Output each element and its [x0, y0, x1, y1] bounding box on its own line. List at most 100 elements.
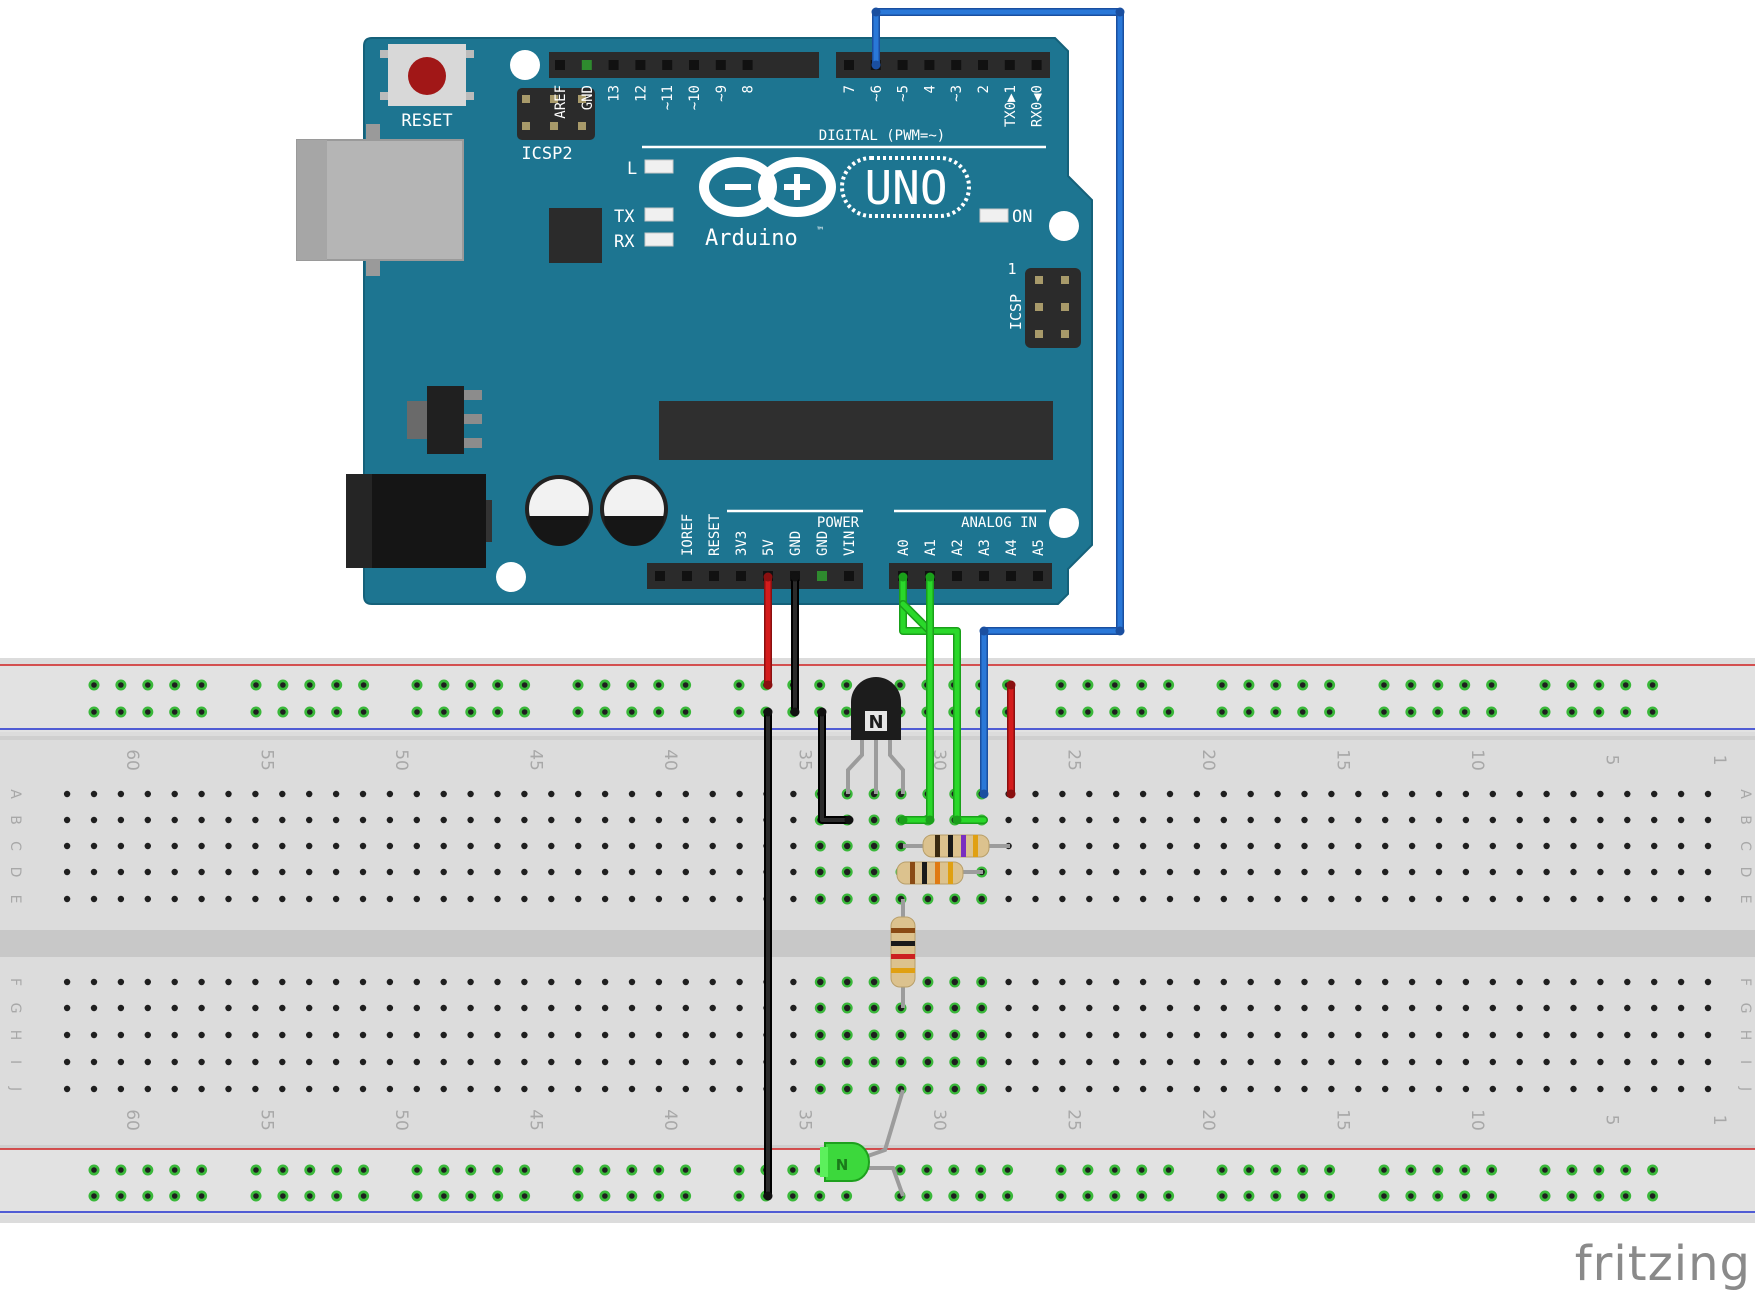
breadboard-hole [494, 895, 501, 903]
breadboard-hole [1166, 1085, 1174, 1093]
rail-hole [843, 709, 850, 715]
wire-endpoint [979, 789, 989, 799]
breadboard-hole [1220, 1031, 1228, 1039]
digital-header-left [549, 52, 819, 78]
breadboard-hole [413, 790, 420, 798]
breadboard-hole [1301, 868, 1308, 876]
rail-hole [843, 682, 850, 688]
wire-endpoint [844, 815, 854, 825]
breadboard-hole [332, 868, 340, 876]
rail-hole [118, 682, 124, 688]
column-number: 10 [1467, 1109, 1487, 1131]
breadboard-hole [1086, 1085, 1093, 1093]
breadboard-hole [978, 1085, 985, 1093]
arduino-brand-text: Arduino [705, 226, 798, 251]
breadboard-hole [332, 978, 340, 986]
header-pin [655, 571, 665, 581]
breadboard-hole [1704, 790, 1712, 798]
breadboard-hole [1059, 895, 1066, 903]
breadboard-hole [1274, 842, 1281, 850]
breadboard-hole [1113, 842, 1120, 850]
header-pin [608, 60, 619, 70]
breadboard-hole [601, 816, 609, 824]
breadboard-hole [1301, 1058, 1308, 1066]
rail-hole [1461, 1167, 1468, 1173]
rail-hole [924, 1167, 930, 1173]
breadboard-hole [844, 868, 851, 876]
rail-hole [1326, 682, 1333, 688]
breadboard-hole [90, 1085, 98, 1093]
digital-pin-label: ~11 [660, 85, 676, 110]
usb-chip [549, 208, 602, 263]
rail-hole [1408, 682, 1414, 688]
reset-button[interactable] [380, 44, 474, 106]
breadboard-hole [655, 1004, 663, 1012]
breadboard-hole [575, 790, 582, 798]
power-pin-label: 3V3 [734, 531, 750, 556]
breadboard-hole [1489, 1058, 1497, 1066]
breadboard-hole [817, 1058, 824, 1066]
breadboard-hole [63, 978, 71, 986]
breadboard-hole [1113, 790, 1120, 798]
rail-hole [1408, 709, 1414, 715]
analog-pin-label: A3 [977, 539, 993, 556]
rail-hole [198, 1193, 205, 1199]
breadboard-hole [1274, 1085, 1281, 1093]
breadboard-hole [225, 1031, 232, 1039]
analog-header [889, 563, 1052, 589]
breadboard-hole [1328, 1085, 1335, 1093]
icsp-label: ICSP [1007, 294, 1025, 330]
breadboard-hole [494, 1004, 501, 1012]
transistor-label: N [868, 712, 883, 733]
arduino-logo [699, 157, 836, 217]
rail-hole [1246, 1167, 1252, 1173]
breadboard-hole [1301, 895, 1308, 903]
breadboard-hole [1032, 842, 1039, 850]
row-letter: J [7, 1086, 23, 1091]
capacitor [525, 475, 593, 546]
breadboard-hole [494, 842, 501, 850]
voltage-regulator [407, 386, 482, 454]
breadboard-hole [1408, 790, 1416, 798]
breadboard-hole [467, 1004, 474, 1012]
rail-hole [575, 709, 581, 715]
wire-endpoint [1006, 680, 1016, 690]
rail-hole [253, 709, 259, 715]
digital-pin-label: ~10 [687, 85, 703, 110]
breadboard-hole [144, 978, 151, 986]
breadboard-hole [601, 1031, 609, 1039]
rail-hole [414, 709, 420, 715]
breadboard-hole [1086, 1058, 1093, 1066]
power-header [647, 563, 863, 589]
breadboard-hole [1247, 1004, 1254, 1012]
breadboard-hole [144, 868, 151, 876]
breadboard-hole [1489, 895, 1497, 903]
breadboard-hole [225, 1058, 232, 1066]
rail-hole [1058, 1167, 1064, 1173]
wire-endpoint [952, 815, 962, 825]
uno-badge [840, 156, 971, 218]
breadboard-hole [63, 790, 71, 798]
wire-blue-d6 [872, 8, 1124, 798]
breadboard-hole [1597, 978, 1604, 986]
breadboard-hole [1570, 1058, 1577, 1066]
column-number: 1 [1709, 755, 1729, 766]
breadboard-hole [386, 895, 394, 903]
analog-pin-label: A2 [950, 539, 966, 556]
column-number: 25 [1063, 1109, 1083, 1131]
breadboard-hole [682, 1004, 689, 1012]
rail-hole [1138, 709, 1145, 715]
breadboard-hole [1059, 978, 1066, 986]
breadboard-hole [440, 895, 447, 903]
breadboard-hole [548, 978, 555, 986]
breadboard-hole [1570, 978, 1577, 986]
breadboard-holes [63, 679, 1712, 1202]
rail-hole [1569, 709, 1575, 715]
rail-hole [118, 1167, 124, 1173]
rail-hole [145, 709, 151, 715]
rail-hole [280, 1193, 286, 1199]
breadboard-hole [117, 978, 125, 986]
breadboard-hole [817, 895, 824, 903]
row-letter: A [1737, 789, 1753, 799]
breadboard-hole [1597, 895, 1604, 903]
